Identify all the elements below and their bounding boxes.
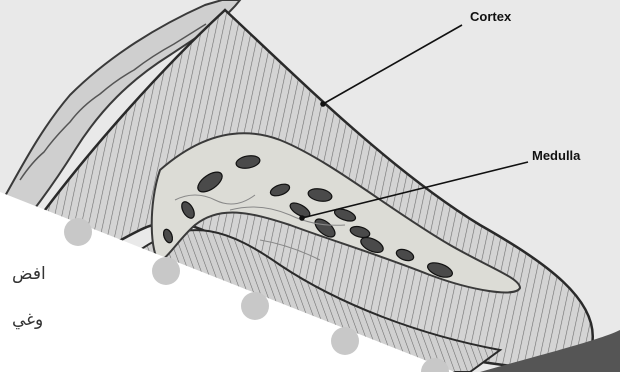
divider-dot <box>152 257 180 285</box>
divider-dot <box>241 292 269 320</box>
cortex-label: Cortex <box>470 9 512 24</box>
cortex-leader-line <box>323 25 462 104</box>
divider-dot <box>331 327 359 355</box>
divider-dot <box>64 218 92 246</box>
medulla-leader-dot <box>300 216 304 220</box>
overlay-text-line2: وغي <box>12 310 43 330</box>
medulla-label: Medulla <box>532 148 581 163</box>
overlay-text-line1: افض <box>12 264 46 284</box>
cortex-leader-dot <box>321 102 325 106</box>
